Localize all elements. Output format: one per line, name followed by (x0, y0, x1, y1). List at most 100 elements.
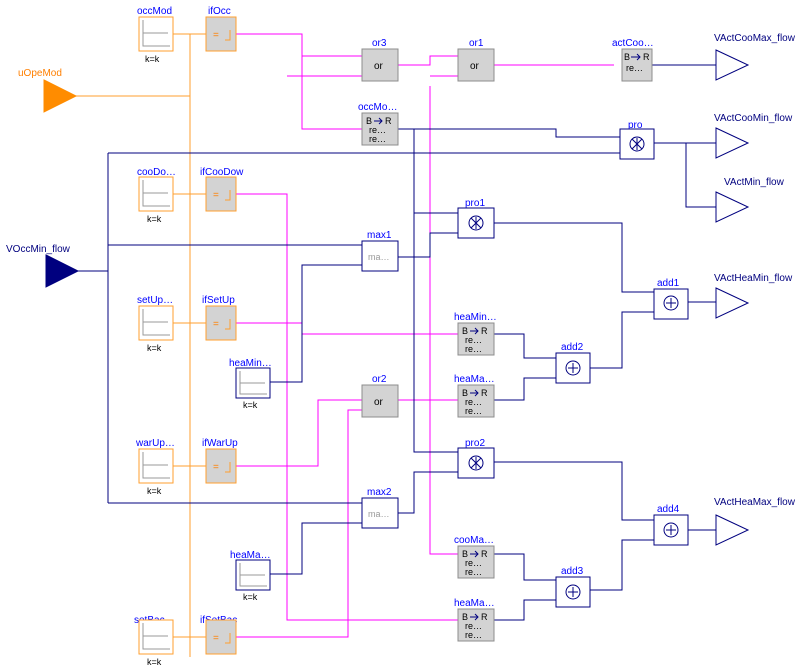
equal-ifocc[interactable]: ifOcc = (205, 6, 237, 52)
const-warup-label: warUp… (135, 438, 175, 449)
vactcoomin-flow-label: VActCooMin_flow (714, 113, 793, 124)
equal-ifcoodow[interactable]: ifCooDow = (200, 167, 244, 212)
uopemod-input[interactable]: uOpeMod (18, 68, 78, 113)
const-coodo-label: cooDo… (137, 167, 176, 178)
add2-label: add2 (561, 342, 584, 353)
or-or3[interactable]: or3 or (361, 38, 399, 82)
add-add3[interactable]: add3 (555, 566, 591, 608)
output-vactmin-flow[interactable]: VActMin_flow (715, 177, 785, 223)
equal-ifsetup[interactable]: ifSetUp = (202, 295, 237, 341)
const-occmod[interactable]: occMod k=k (137, 6, 174, 64)
or1-text: or (470, 61, 480, 72)
re-text: re… (369, 125, 386, 135)
max-max2[interactable]: max2 ma… (361, 487, 399, 529)
blue-wires (78, 64, 716, 621)
output-vactcoomin-flow[interactable]: VActCooMin_flow (714, 113, 793, 159)
pro1-label: pro1 (465, 198, 485, 209)
equal-ifwarup-label: ifWarUp (202, 438, 238, 449)
r-letter: R (481, 549, 488, 559)
add-add1[interactable]: add1 (653, 278, 689, 320)
equal-symbol: = (213, 30, 219, 41)
add3-label: add3 (561, 566, 584, 577)
b2r-heamin-label: heaMin… (454, 312, 497, 323)
b2r-heama2-label: heaMa… (454, 598, 495, 609)
add1-label: add1 (657, 278, 680, 289)
output-vactheamax-flow[interactable]: VActHeaMax_flow (714, 497, 796, 546)
add4-label: add4 (657, 504, 680, 515)
max2-label: max2 (367, 487, 392, 498)
vactheamin-flow-label: VActHeaMin_flow (714, 273, 793, 284)
const-warup-k: k=k (147, 486, 162, 496)
r-letter: R (481, 388, 488, 398)
b2r-actcoo[interactable]: actCoo… B R re… (612, 38, 654, 82)
re-text: re… (465, 621, 482, 631)
re-text: re… (369, 134, 386, 144)
product-pro[interactable]: pro (619, 120, 655, 160)
const-setup[interactable]: setUp… k=k (137, 295, 174, 353)
b-letter: B (462, 612, 468, 622)
re-text: re… (465, 567, 482, 577)
or2-text: or (374, 397, 384, 408)
voccmin-flow-label: VOccMin_flow (6, 244, 71, 255)
max1-label: max1 (367, 230, 392, 241)
const-warup[interactable]: warUp… k=k (135, 438, 175, 496)
b2r-occmo-label: occMo… (358, 102, 397, 113)
pro-label: pro (628, 120, 643, 131)
b2r-heamin[interactable]: heaMin… B R re… re… (454, 312, 497, 356)
r-letter: R (481, 612, 488, 622)
b2r-heama2[interactable]: heaMa… B R re… re… (454, 598, 495, 642)
equal-symbol: = (213, 319, 219, 330)
b2r-occmo[interactable]: occMo… B R re… re… (358, 102, 399, 146)
or-or2[interactable]: or2 or (361, 374, 399, 418)
equal-ifsetbac[interactable]: ifSetBac = (200, 615, 237, 655)
output-vactheamin-flow[interactable]: VActHeaMin_flow (714, 273, 793, 319)
vactheamax-flow-label: VActHeaMax_flow (714, 497, 796, 508)
or-or1[interactable]: or1 or (457, 38, 495, 82)
realconst-heamin-label: heaMin… (229, 358, 272, 369)
re-text: re… (465, 397, 482, 407)
r-letter: R (385, 116, 392, 126)
b2r-cooma[interactable]: cooMa… B R re… re… (454, 535, 495, 579)
re-text: re… (465, 406, 482, 416)
b2r-actcoo-label: actCoo… (612, 38, 654, 49)
voccmin-flow-input[interactable]: VOccMin_flow (6, 244, 80, 288)
vactcoomax-flow-label: VActCooMax_flow (714, 33, 796, 44)
or3-text: or (374, 61, 384, 72)
or1-label: or1 (469, 38, 484, 49)
orange-wires (76, 33, 206, 657)
uopemod-label: uOpeMod (18, 68, 62, 79)
const-occmod-k: k=k (145, 54, 160, 64)
add-add4[interactable]: add4 (653, 504, 689, 546)
equal-ifcoodow-label: ifCooDow (200, 167, 244, 178)
output-vactcoomax-flow[interactable]: VActCooMax_flow (714, 33, 796, 81)
re-text: re… (465, 335, 482, 345)
equal-ifsetup-label: ifSetUp (202, 295, 235, 306)
pro2-label: pro2 (465, 438, 485, 449)
product-pro2[interactable]: pro2 (457, 438, 495, 479)
re-text: re… (465, 558, 482, 568)
b-letter: B (462, 326, 468, 336)
r-letter: R (481, 326, 488, 336)
realconst-heama[interactable]: heaMa… k=k (230, 550, 271, 602)
b2r-heama1[interactable]: heaMa… B R re… re… (454, 374, 495, 418)
equal-symbol: = (213, 633, 219, 644)
const-setbac[interactable]: setBac… k=k (134, 615, 175, 667)
product-pro1[interactable]: pro1 (457, 198, 495, 239)
realconst-heamin-k: k=k (243, 400, 258, 410)
equal-ifwarup[interactable]: ifWarUp = (202, 438, 238, 484)
const-coodo[interactable]: cooDo… k=k (137, 167, 176, 224)
realconst-heama-k: k=k (243, 592, 258, 602)
const-occmod-label: occMod (137, 6, 172, 17)
max-max1[interactable]: max1 ma… (361, 230, 399, 272)
const-coodo-k: k=k (147, 214, 162, 224)
or3-label: or3 (372, 38, 387, 49)
realconst-heama-label: heaMa… (230, 550, 271, 561)
b2r-cooma-label: cooMa… (454, 535, 494, 546)
magenta-wires (236, 33, 614, 638)
max2-inner: ma… (368, 509, 390, 519)
add-add2[interactable]: add2 (555, 342, 591, 384)
or2-label: or2 (372, 374, 387, 385)
b2r-actcoo-b: B (624, 52, 630, 62)
realconst-heamin[interactable]: heaMin… k=k (229, 358, 272, 410)
